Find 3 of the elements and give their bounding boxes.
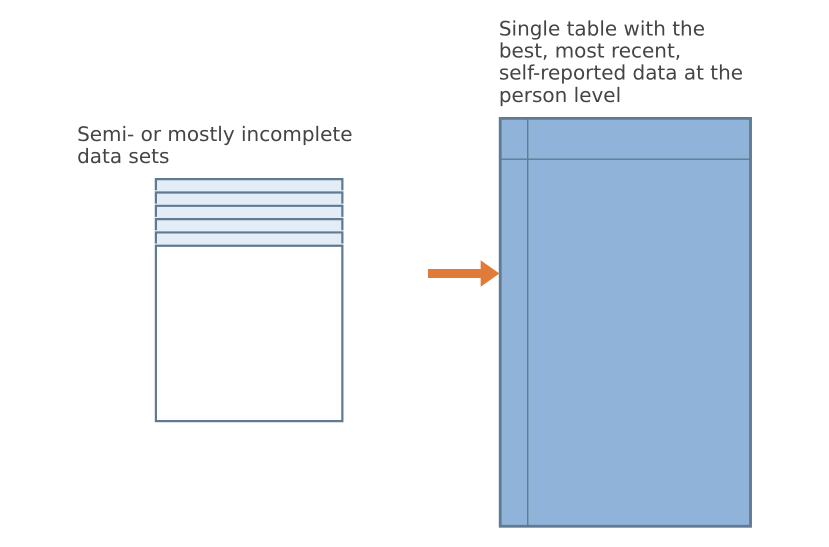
node-label: Semi- or mostly incomplete data sets bbox=[77, 122, 352, 168]
arrow bbox=[428, 260, 500, 287]
node-label: Single table with the best, most recent, self-reported data at the person level bbox=[498, 16, 744, 107]
